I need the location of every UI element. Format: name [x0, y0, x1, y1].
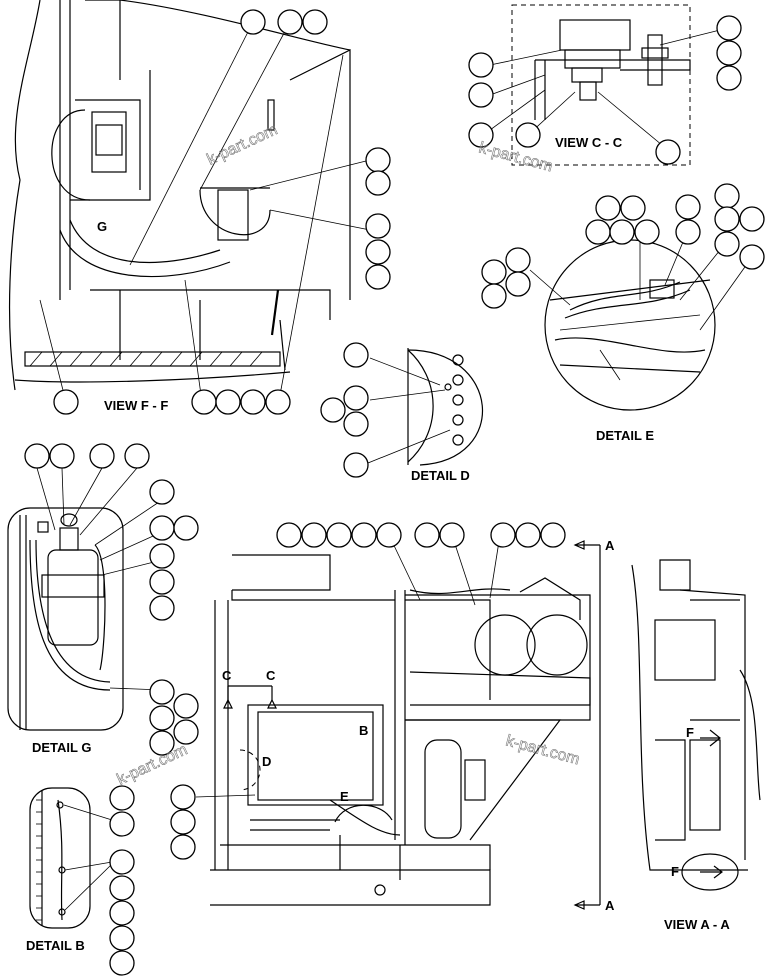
watermarks: k-part.com k-part.com k-part.com k-part.… — [114, 121, 581, 789]
callout-f-top: F — [686, 725, 694, 740]
detail-e: DETAIL E — [481, 183, 765, 443]
callout-f-bottom: F — [671, 864, 679, 879]
main-assembly-view: C C D B E A A — [170, 522, 615, 913]
label-detail-g: DETAIL G — [32, 740, 91, 755]
view-a-a: F F VIEW A - A — [631, 559, 761, 932]
callout-e: E — [340, 789, 349, 804]
callout-c-left: C — [222, 668, 232, 683]
callout-d: D — [262, 754, 271, 769]
label-view-c-c: VIEW C - C — [555, 135, 623, 150]
watermark-2: k-part.com — [477, 139, 554, 175]
watermark-4: k-part.com — [504, 732, 581, 768]
detail-g: DETAIL G — [7, 443, 199, 756]
watermark-1: k-part.com — [205, 121, 281, 168]
detail-b: DETAIL B — [26, 785, 135, 976]
label-detail-d: DETAIL D — [411, 468, 470, 483]
label-detail-e: DETAIL E — [596, 428, 654, 443]
label-detail-b: DETAIL B — [26, 938, 85, 953]
view-f-f: G VIEW F - F — [8, 0, 391, 415]
label-view-a-a: VIEW A - A — [664, 917, 730, 932]
callout-c-right: C — [266, 668, 276, 683]
label-view-f-f: VIEW F - F — [104, 398, 168, 413]
callout-a-bottom: A — [605, 898, 615, 913]
detail-d: DETAIL D — [320, 342, 483, 483]
callout-b: B — [359, 723, 368, 738]
callout-g: G — [97, 219, 107, 234]
view-c-c: VIEW C - C — [468, 4, 742, 166]
callout-a-top: A — [605, 538, 615, 553]
